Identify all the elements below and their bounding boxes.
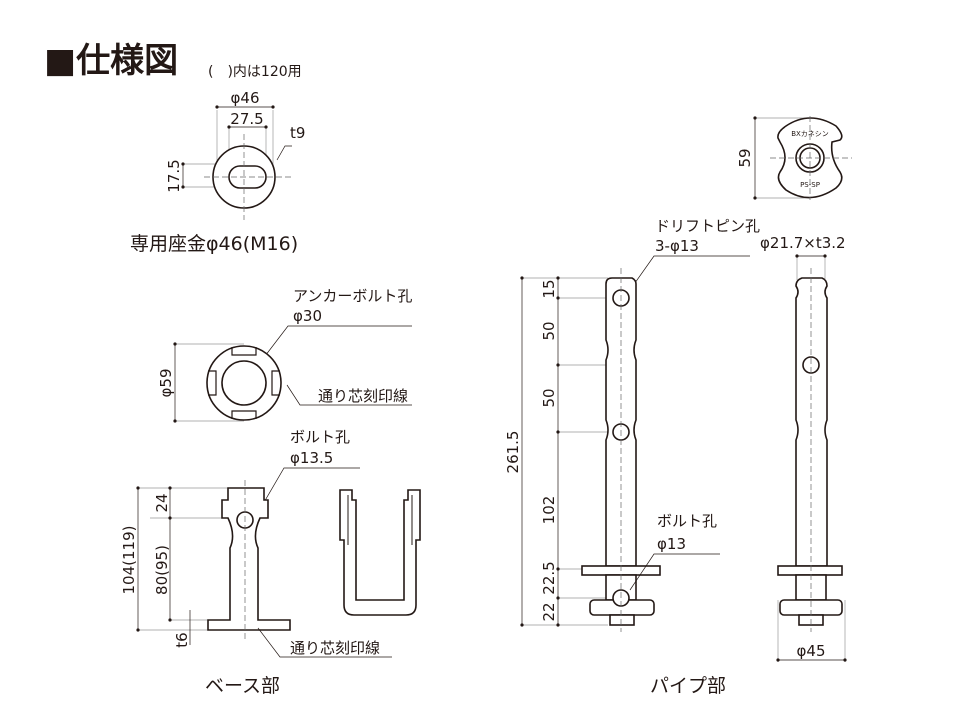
anchor-label-hole: アンカーボルト孔: [293, 287, 412, 305]
pipe-label-bolt-dia: φ13: [657, 535, 686, 553]
page-title: ■仕様図: [44, 41, 178, 81]
pipe-dim-plate: 59: [736, 148, 754, 167]
pipe-front-drawing: ドリフトピン孔 3-φ13 261.5 15 50 50 102 22.5 22: [504, 217, 760, 632]
base-dim-mid: 80(95): [153, 545, 171, 595]
pipe-dim-4: 22.5: [540, 561, 558, 594]
pipe-caption: パイプ部: [650, 675, 726, 697]
base-dim-top: 24: [153, 493, 171, 512]
pipe-side-drawing: φ21.7×t3.2 φ45: [760, 234, 847, 662]
pipe-dim-base: φ45: [797, 642, 826, 660]
pipe-dim-3: 102: [540, 496, 558, 525]
washer-caption: 専用座金φ46(M16): [130, 233, 298, 255]
anchor-ring-drawing: アンカーボルト孔 φ30 φ59 通り芯刻印線: [157, 287, 412, 423]
base-label-mark: 通り芯刻印線: [290, 639, 380, 657]
base-caption: ベース部: [205, 675, 280, 697]
washer-dim-slot-width: 27.5: [230, 110, 263, 128]
pipe-plate-drawing: 59 BXカネシン PS-SP: [736, 116, 852, 200]
washer-dim-thickness: t9: [290, 124, 305, 142]
pipe-label-spec: φ21.7×t3.2: [760, 234, 846, 252]
pipe-dim-5: 22: [540, 602, 558, 621]
pipe-label-pin-hole: ドリフトピン孔: [655, 217, 760, 235]
pipe-dim-0: 15: [540, 279, 558, 298]
base-dim-thickness: t6: [173, 632, 191, 647]
base-label-bolt-dia: φ13.5: [290, 449, 333, 467]
plate-mark-bottom: PS-SP: [800, 181, 820, 189]
anchor-label-mark: 通り芯刻印線: [318, 387, 408, 405]
washer-dim-outer: φ46: [231, 89, 260, 107]
washer-drawing: φ46 27.5 t9 17.5: [165, 89, 305, 220]
pipe-dim-2: 50: [540, 388, 558, 407]
pipe-dim-1: 50: [540, 321, 558, 340]
pipe-label-pin-dia: 3-φ13: [655, 237, 699, 255]
base-part-drawing: ボルト孔 φ13.5 24 80(95) 104(119) t6 通り芯刻印線: [120, 428, 421, 658]
anchor-label-hole-dia: φ30: [293, 307, 322, 325]
washer-dim-slot-height: 17.5: [165, 159, 183, 192]
base-dim-total: 104(119): [120, 526, 138, 595]
base-label-bolt-hole: ボルト孔: [290, 428, 350, 446]
pipe-label-bolt-hole: ボルト孔: [657, 512, 717, 530]
title-note: ( )内は120用: [208, 64, 302, 80]
pipe-dim-total: 261.5: [504, 431, 522, 474]
anchor-dim-outer: φ59: [157, 369, 175, 398]
plate-mark-top: BXカネシン: [791, 130, 829, 138]
